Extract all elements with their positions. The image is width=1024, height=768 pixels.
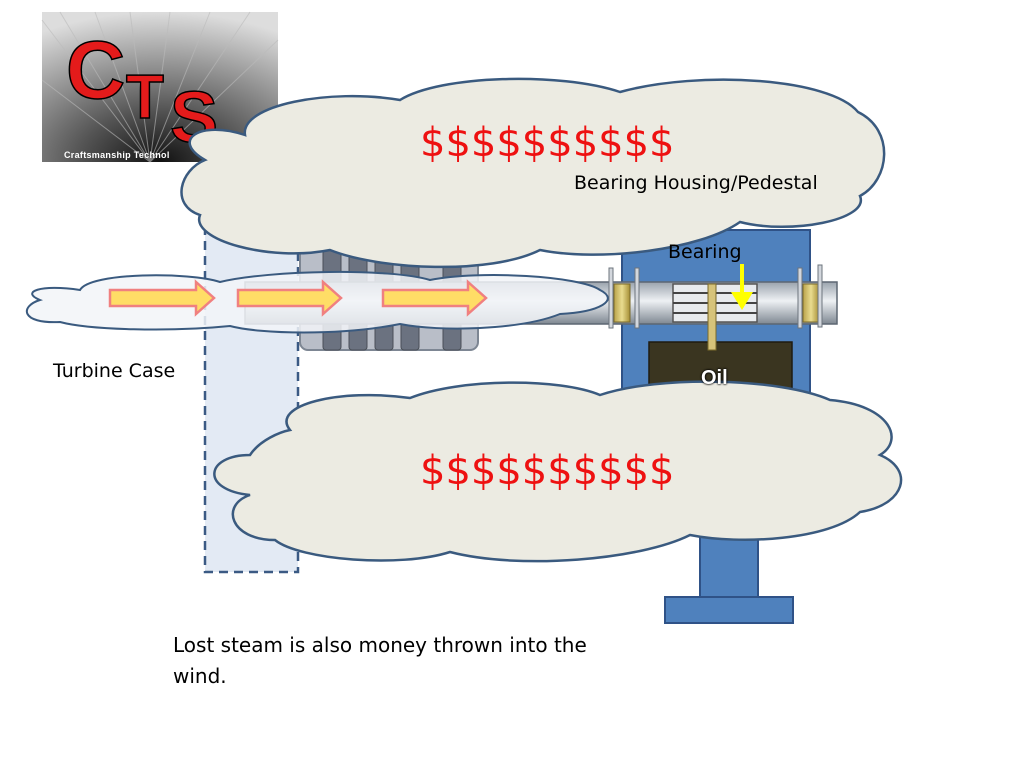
money-cloud-top [180,77,886,269]
logo-letter-t: T [126,63,164,132]
money-text-bottom: $$$$$$$$$$ [420,448,675,494]
bearing-pointer-arrow [731,264,753,310]
bearing-housing-label: Bearing Housing/Pedestal [574,172,818,194]
logo-tagline: Craftsmanship Technol [64,150,170,160]
steam-arrow-3 [381,279,488,317]
steam-arrow-2 [236,279,343,317]
caption-text: Lost steam is also money thrown into the… [173,633,587,688]
money-text-top: $$$$$$$$$$ [420,120,675,166]
steam-flow-arrows [108,279,488,317]
turbine-case-label: Turbine Case [53,360,176,382]
pedestal-base [664,596,794,624]
logo-letter-c: C [66,25,125,116]
steam-arrow-1 [108,279,216,317]
money-cloud-bottom [213,380,903,563]
oil-ring [707,283,717,351]
bearing-label: Bearing [668,241,742,263]
oil-label: Oil [701,367,728,389]
